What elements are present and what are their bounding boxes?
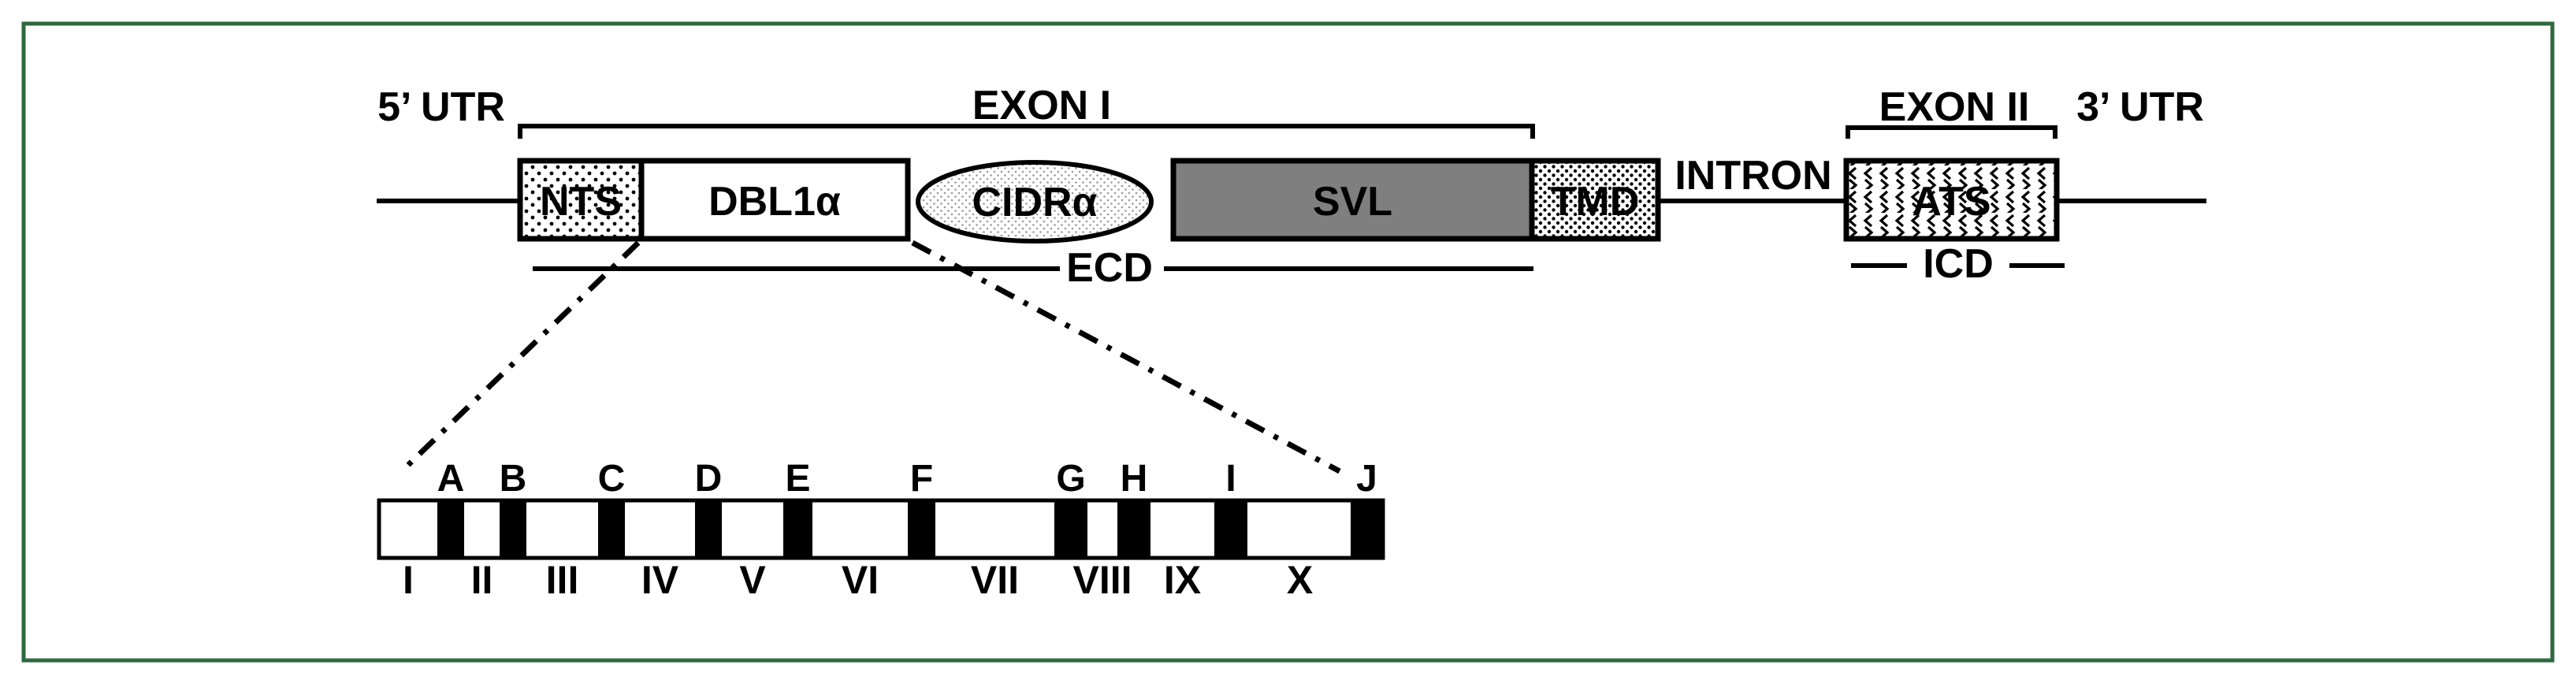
- label-5utr: 5’ UTR: [377, 84, 505, 130]
- tmd-label: TMD: [1551, 179, 1640, 225]
- dbl1a-detail-bar-outline: [377, 498, 1385, 560]
- exon2-bracket: [1846, 125, 2057, 139]
- region-numeral: V: [739, 558, 766, 602]
- svl-label: SVL: [1313, 179, 1392, 225]
- block-letter: E: [785, 458, 810, 500]
- dbl1a-domain: [638, 158, 911, 242]
- dbl1a-label: DBL1α: [708, 179, 841, 225]
- exon1-bracket: [518, 124, 1535, 139]
- block-letter: B: [500, 458, 527, 500]
- label-exon2: EXON II: [1879, 84, 2030, 130]
- region-numeral: IV: [641, 558, 679, 602]
- detail-block-A: [437, 500, 464, 558]
- label-3utr: 3’ UTR: [2076, 84, 2204, 130]
- detail-block-B: [500, 500, 526, 558]
- ats-label: ATS: [1912, 179, 1991, 225]
- label-ecd: ECD: [1066, 245, 1153, 291]
- detail-block-D: [695, 500, 722, 558]
- region-numeral: II: [471, 558, 493, 602]
- label-exon1: EXON I: [972, 83, 1111, 128]
- nts-label: NTS: [540, 179, 622, 225]
- cidra-label: CIDRα: [972, 180, 1097, 225]
- region-numeral: VIII: [1072, 558, 1132, 602]
- zoom-funnel-line-right: [911, 240, 1341, 474]
- zoom-funnel-line-left: [406, 240, 641, 467]
- tmd-domain: [1529, 158, 1661, 242]
- block-letter: A: [437, 458, 465, 500]
- region-numeral: I: [403, 558, 414, 602]
- detail-block-J: [1351, 500, 1383, 558]
- region-numeral: VII: [971, 558, 1019, 602]
- ats-domain: [1843, 158, 2060, 242]
- detail-block-I: [1214, 500, 1247, 558]
- block-letter: F: [910, 458, 933, 500]
- region-numeral: III: [546, 558, 579, 602]
- frame-border: [21, 21, 2555, 663]
- label-icd: ICD: [1923, 241, 1994, 287]
- region-numeral: IX: [1164, 558, 1201, 602]
- block-letter: D: [695, 458, 723, 500]
- detail-block-C: [598, 500, 625, 558]
- cidra-domain: [916, 160, 1154, 243]
- region-numeral: X: [1287, 558, 1313, 602]
- region-numeral: VI: [842, 558, 879, 602]
- block-letter: J: [1356, 458, 1377, 500]
- detail-block-F: [908, 500, 935, 558]
- label-intron: INTRON: [1675, 153, 1831, 199]
- block-letter: I: [1225, 458, 1236, 500]
- detail-block-H: [1117, 500, 1150, 558]
- block-letter: G: [1056, 458, 1085, 500]
- detail-block-E: [783, 500, 812, 558]
- block-letter: C: [598, 458, 626, 500]
- block-letter: H: [1121, 458, 1148, 500]
- detail-block-G: [1054, 500, 1087, 558]
